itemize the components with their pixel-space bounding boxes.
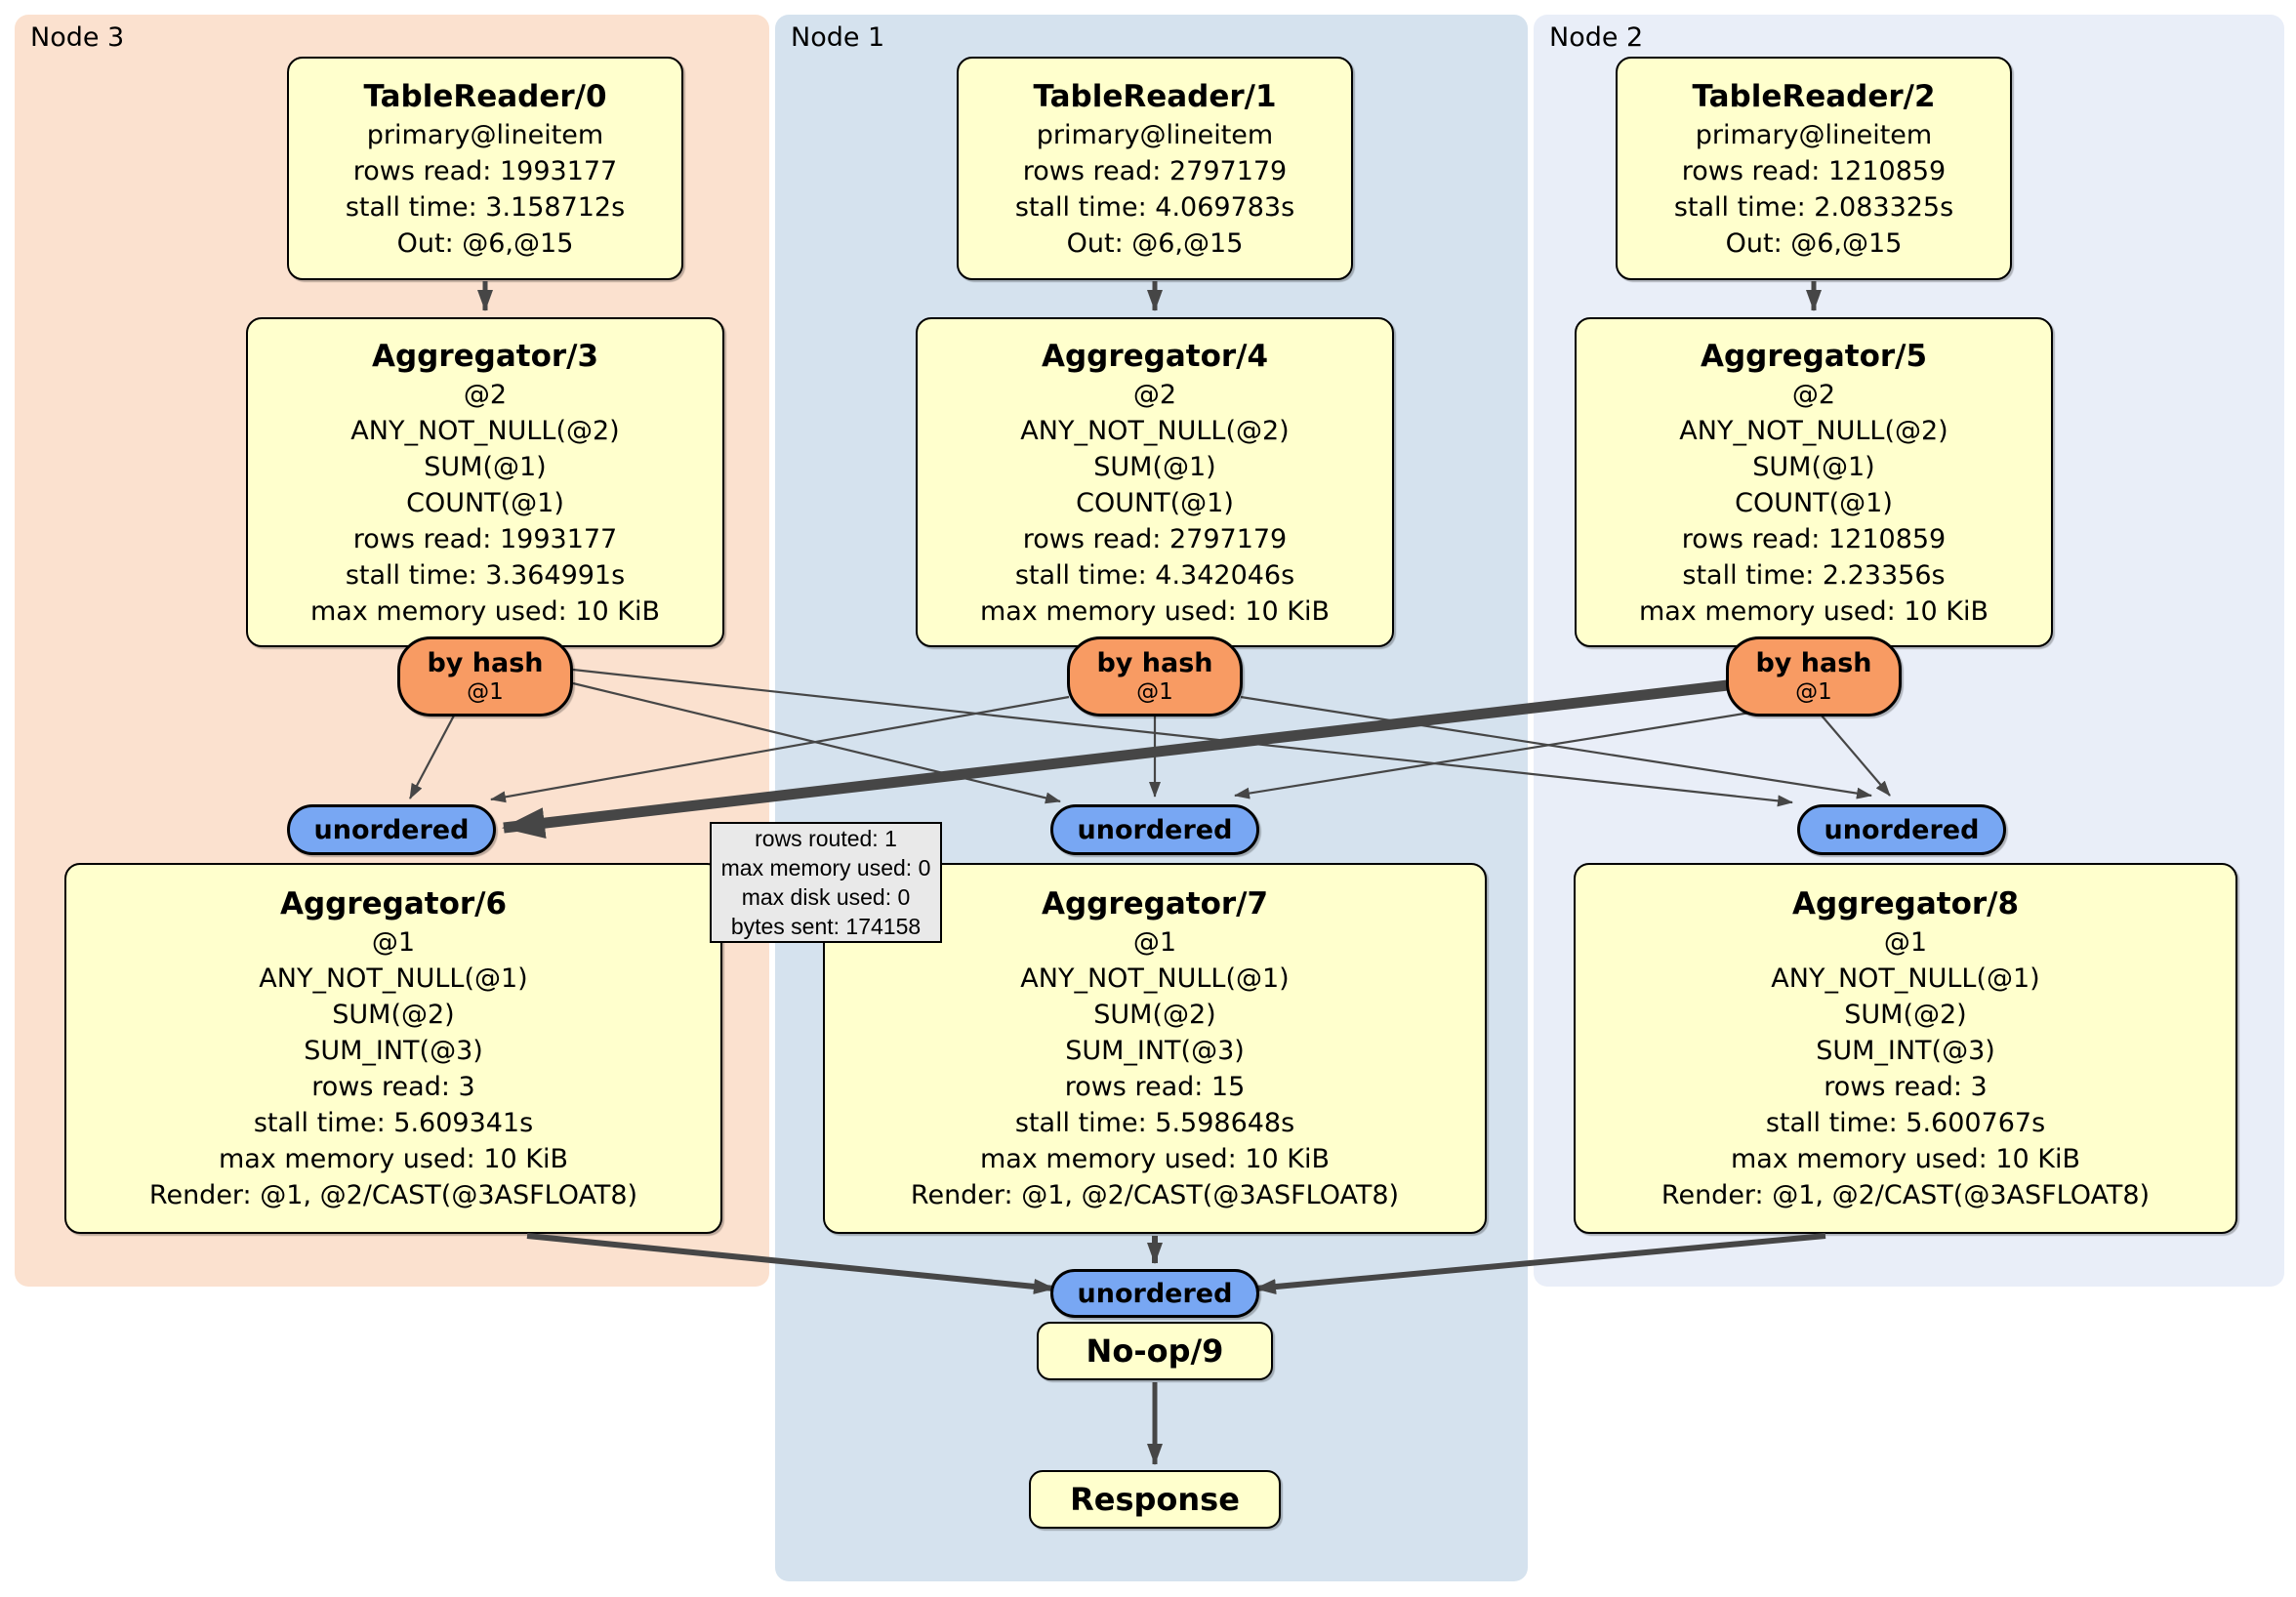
- box-line: ANY_NOT_NULL(@2): [1679, 415, 1948, 446]
- box-line: stall time: 5.609341s: [253, 1108, 534, 1138]
- box-line: ANY_NOT_NULL(@1): [1020, 963, 1290, 994]
- box-line: max memory used: 10 KiB: [979, 595, 1331, 627]
- box-line: rows read: 1993177: [352, 155, 618, 186]
- by-hash-router-5: by hash @1: [1726, 636, 1902, 717]
- noop-box: No-op/9: [1037, 1322, 1273, 1380]
- box-line: primary@lineitem: [1036, 119, 1274, 150]
- box-line: ANY_NOT_NULL(@2): [350, 415, 620, 446]
- box-line: SUM(@1): [1093, 451, 1216, 482]
- router-label: by hash: [1096, 647, 1213, 678]
- box-line: stall time: 5.598648s: [1014, 1108, 1295, 1138]
- unordered-sync-6: unordered: [287, 804, 496, 855]
- box-title: Aggregator/5: [1700, 338, 1928, 374]
- box-line: rows read: 15: [1064, 1072, 1246, 1102]
- tooltip-line: max memory used: 0: [720, 855, 931, 880]
- unordered-sync-final: unordered: [1050, 1269, 1259, 1318]
- unordered-sync-8: unordered: [1797, 804, 2006, 855]
- router-label: by hash: [427, 647, 544, 678]
- box-line: Out: @6,@15: [1066, 227, 1244, 259]
- box-line: primary@lineitem: [366, 119, 604, 150]
- box-line: Render: @1, @2/CAST(@3ASFLOAT8): [910, 1180, 1400, 1210]
- box-title: TableReader/0: [363, 78, 607, 114]
- box-line: stall time: 3.158712s: [345, 191, 626, 223]
- box-line: Out: @6,@15: [1725, 227, 1903, 259]
- box-line: @1: [1132, 927, 1177, 958]
- box-line: SUM(@2): [1844, 1000, 1967, 1030]
- box-line: stall time: 5.600767s: [1765, 1108, 2046, 1138]
- box-title: Aggregator/3: [371, 338, 599, 374]
- router-column: @1: [1795, 678, 1832, 705]
- unordered-sync-7: unordered: [1050, 804, 1259, 855]
- box-line: stall time: 4.342046s: [1014, 559, 1295, 591]
- box-line: Render: @1, @2/CAST(@3ASFLOAT8): [148, 1180, 638, 1210]
- stream-stats-tooltip: rows routed: 1 max memory used: 0 max di…: [710, 822, 942, 943]
- box-line: SUM(@2): [1093, 1000, 1216, 1030]
- box-line: SUM_INT(@3): [1816, 1036, 1995, 1066]
- box-line: Out: @6,@15: [396, 227, 574, 259]
- node-region-2-label: Node 2: [1549, 22, 1644, 53]
- box-line: stall time: 4.069783s: [1014, 191, 1295, 223]
- tooltip-line: bytes sent: 174158: [730, 914, 922, 939]
- table-reader-2-box: TableReader/2 primary@lineitem rows read…: [1616, 57, 2012, 280]
- box-line: SUM(@2): [332, 1000, 455, 1030]
- box-line: @2: [1791, 379, 1836, 410]
- table-reader-1-box: TableReader/1 primary@lineitem rows read…: [957, 57, 1353, 280]
- table-reader-0-box: TableReader/0 primary@lineitem rows read…: [287, 57, 683, 280]
- box-line: COUNT(@1): [1735, 487, 1893, 518]
- by-hash-router-4: by hash @1: [1067, 636, 1243, 717]
- aggregator-4-box: Aggregator/4 @2 ANY_NOT_NULL(@2) SUM(@1)…: [916, 317, 1394, 647]
- box-line: @2: [463, 379, 508, 410]
- tooltip-line: max disk used: 0: [741, 884, 911, 910]
- box-line: max memory used: 10 KiB: [1638, 595, 1989, 627]
- box-line: @2: [1132, 379, 1177, 410]
- box-line: max memory used: 10 KiB: [1730, 1144, 2081, 1174]
- box-title: TableReader/1: [1033, 78, 1277, 114]
- box-line: COUNT(@1): [1076, 487, 1234, 518]
- box-line: ANY_NOT_NULL(@1): [1771, 963, 2040, 994]
- box-line: rows read: 1993177: [352, 523, 618, 554]
- box-line: SUM_INT(@3): [1065, 1036, 1245, 1066]
- aggregator-8-box: Aggregator/8 @1 ANY_NOT_NULL(@1) SUM(@2)…: [1574, 863, 2237, 1234]
- router-column: @1: [467, 678, 504, 705]
- box-line: SUM(@1): [424, 451, 547, 482]
- box-line: @1: [371, 927, 416, 958]
- box-line: max memory used: 10 KiB: [309, 595, 661, 627]
- box-title: Aggregator/7: [1041, 886, 1269, 921]
- box-line: rows read: 2797179: [1022, 523, 1288, 554]
- box-line: COUNT(@1): [406, 487, 564, 518]
- response-box: Response: [1029, 1470, 1281, 1529]
- box-line: ANY_NOT_NULL(@2): [1020, 415, 1290, 446]
- box-line: stall time: 2.083325s: [1673, 191, 1954, 223]
- node-region-3-label: Node 3: [30, 22, 125, 53]
- box-line: ANY_NOT_NULL(@1): [259, 963, 528, 994]
- router-label: by hash: [1755, 647, 1872, 678]
- aggregator-3-box: Aggregator/3 @2 ANY_NOT_NULL(@2) SUM(@1)…: [246, 317, 724, 647]
- box-line: primary@lineitem: [1695, 119, 1933, 150]
- box-line: SUM_INT(@3): [304, 1036, 483, 1066]
- aggregator-6-box: Aggregator/6 @1 ANY_NOT_NULL(@1) SUM(@2)…: [64, 863, 722, 1234]
- box-line: rows read: 1210859: [1681, 523, 1947, 554]
- box-line: rows read: 3: [311, 1072, 475, 1102]
- box-line: Render: @1, @2/CAST(@3ASFLOAT8): [1660, 1180, 2151, 1210]
- box-title: Aggregator/4: [1041, 338, 1269, 374]
- box-title: Aggregator/8: [1791, 886, 2020, 921]
- box-line: max memory used: 10 KiB: [218, 1144, 569, 1174]
- box-line: stall time: 3.364991s: [345, 559, 626, 591]
- box-line: SUM(@1): [1752, 451, 1875, 482]
- box-title: TableReader/2: [1692, 78, 1936, 114]
- router-column: @1: [1136, 678, 1173, 705]
- by-hash-router-3: by hash @1: [397, 636, 573, 717]
- box-line: rows read: 2797179: [1022, 155, 1288, 186]
- box-line: rows read: 3: [1824, 1072, 1988, 1102]
- box-line: stall time: 2.23356s: [1682, 559, 1946, 591]
- box-line: @1: [1883, 927, 1928, 958]
- box-title: Aggregator/6: [279, 886, 508, 921]
- box-line: max memory used: 10 KiB: [979, 1144, 1331, 1174]
- node-region-1-label: Node 1: [791, 22, 885, 53]
- aggregator-5-box: Aggregator/5 @2 ANY_NOT_NULL(@2) SUM(@1)…: [1575, 317, 2053, 647]
- box-line: rows read: 1210859: [1681, 155, 1947, 186]
- tooltip-line: rows routed: 1: [755, 826, 897, 851]
